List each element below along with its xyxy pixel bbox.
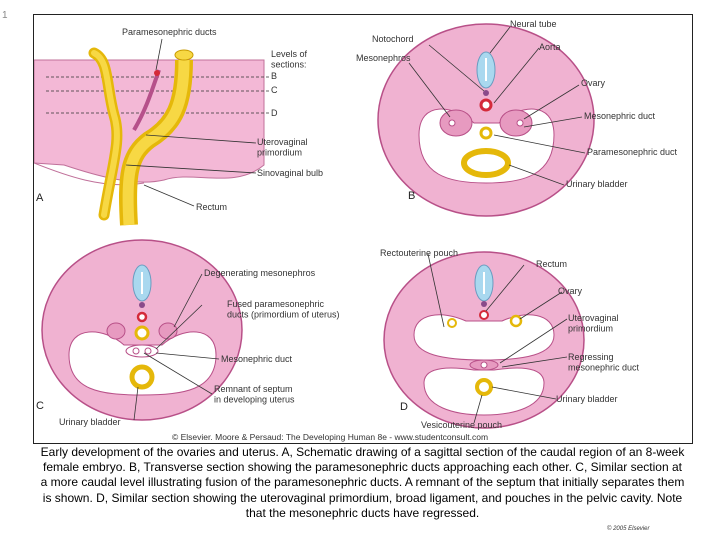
label-mesonephric-duct-c: Mesonephric duct (221, 354, 293, 364)
copyright-notice: © 2005 Elsevier (607, 526, 650, 532)
label-level-d: D (271, 108, 278, 118)
label-level-c: C (271, 85, 278, 95)
urinary-bladder-d (475, 378, 493, 396)
label-neural-tube: Neural tube (510, 19, 557, 29)
rectum-d (479, 310, 489, 320)
panel-letter-b: B (408, 190, 415, 202)
panel-letter-d: D (400, 401, 408, 413)
panel-letter-a: A (36, 192, 44, 204)
panel-letter-c: C (36, 400, 44, 412)
label-urinary-bladder-c: Urinary bladder (59, 417, 121, 427)
label-mesonephros: Mesonephros (356, 53, 411, 63)
ovary-d-left (447, 318, 457, 328)
label-rectouterine-pouch: Rectouterine pouch (380, 248, 458, 258)
label-paramesonephric-ducts: Paramesonephric ducts (122, 27, 217, 37)
notochord-c (139, 302, 145, 308)
corner-mark: 1 (2, 10, 8, 21)
label-mesonephric-duct-b: Mesonephric duct (584, 111, 656, 121)
label-vesicouterine-pouch: Vesicouterine pouch (421, 420, 502, 430)
label-urinary-bladder-b: Urinary bladder (566, 179, 628, 189)
label-rectum-d: Rectum (536, 259, 567, 269)
panel-c: Degenerating mesonephros Fused parameson… (36, 239, 340, 427)
label-notochord: Notochord (372, 34, 414, 44)
body-cavity-c (68, 331, 217, 396)
panel-d: Rectouterine pouch Rectum Ovary Uterovag… (380, 248, 640, 430)
label-sinovaginal-bulb: Sinovaginal bulb (257, 168, 323, 178)
mesonephros-left-b (439, 109, 473, 137)
notochord-d (481, 301, 487, 307)
label-ovary-d: Ovary (558, 286, 583, 296)
sagittal-tissue (34, 59, 265, 183)
label-paramesonephric-duct-b: Paramesonephric duct (587, 147, 678, 157)
paramesonephric-duct-a (154, 70, 160, 76)
urinary-bladder-b (461, 148, 511, 178)
ovary-c (134, 325, 150, 341)
label-degenerating-mesonephros: Degenerating mesonephros (204, 268, 316, 278)
figure-credit: © Elsevier. Moore & Persaud: The Develop… (172, 432, 488, 442)
urinary-bladder-c (129, 364, 155, 390)
aorta-c (136, 311, 148, 323)
fused-paramesonephric-ducts (125, 344, 159, 358)
notochord-b (483, 90, 489, 96)
degenerating-mesonephros-right (158, 322, 178, 340)
label-rectum-a: Rectum (196, 202, 227, 212)
label-aorta: Aorta (539, 42, 561, 52)
label-ovary-b: Ovary (581, 78, 606, 88)
panel-b: Neural tube Notochord Aorta Mesonephros … (356, 19, 678, 217)
aorta-b (479, 98, 493, 112)
rectouterine-pouch (413, 314, 555, 361)
ovary-d-right (509, 314, 523, 328)
rectum-opening (174, 49, 194, 61)
mesonephros-right-b (499, 109, 533, 137)
label-urinary-bladder-d: Urinary bladder (556, 394, 618, 404)
label-level-b: B (271, 71, 277, 81)
figure-caption: Early development of the ovaries and ute… (40, 445, 685, 520)
paramesonephric-duct-b (479, 126, 493, 140)
degenerating-mesonephros-left (106, 322, 126, 340)
